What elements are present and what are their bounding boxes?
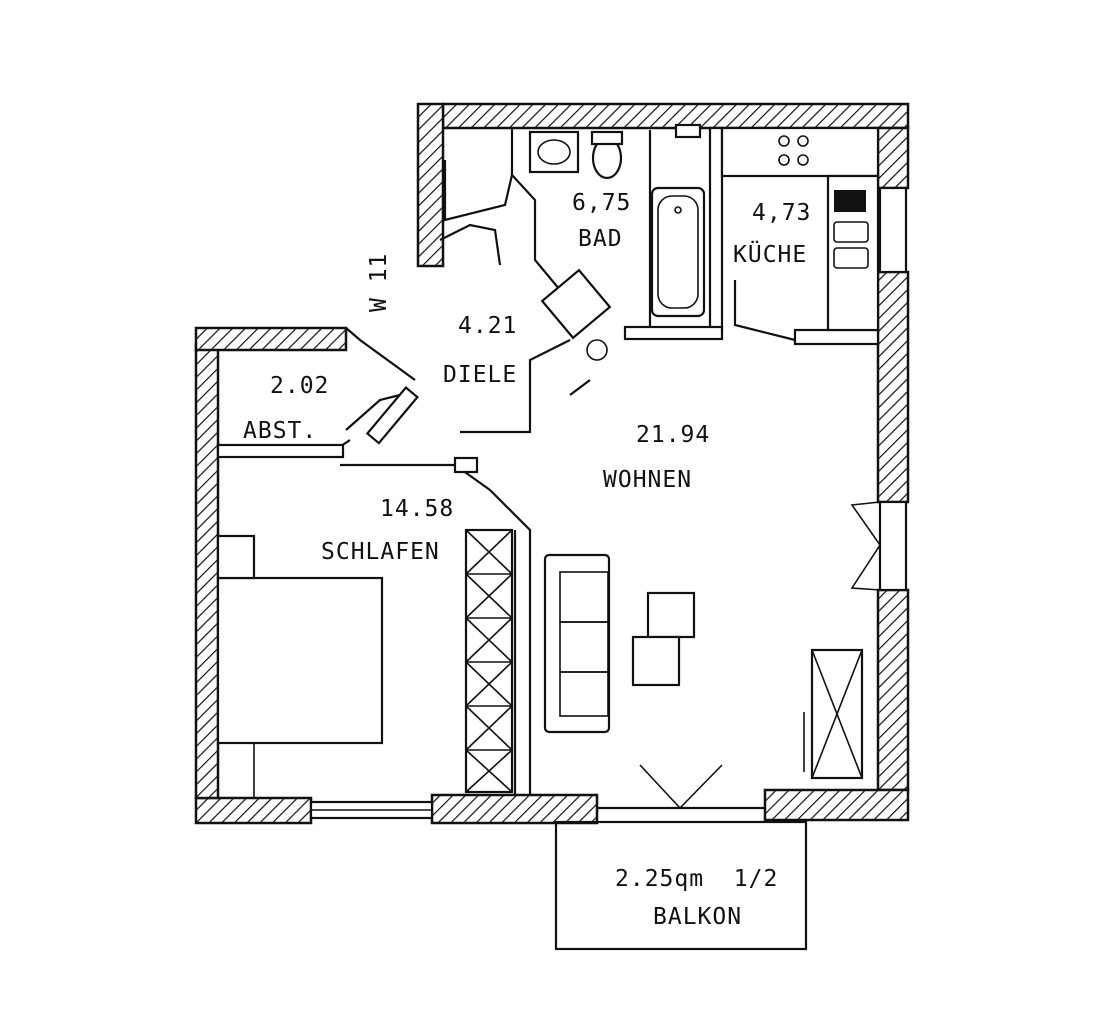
door-code-label: W 11 <box>366 253 392 312</box>
wall-right-upper <box>876 126 910 190</box>
room-labels: 6,75 BAD 4,73 KÜCHE 4.21 DIELE 2.02 ABST… <box>243 190 811 930</box>
wall-bottom-right <box>763 788 910 822</box>
room-area-schlafen: 14.58 <box>380 496 454 522</box>
wall-abst-top <box>194 326 348 352</box>
room-name-schlafen: SCHLAFEN <box>321 539 440 565</box>
wall-kueche-bottom <box>793 328 880 346</box>
balkon-area: 2.25qm 1/2 <box>615 866 778 892</box>
wall-abst-bottom <box>216 443 345 459</box>
furniture <box>216 123 880 798</box>
kitchen-sink-icon <box>833 221 869 269</box>
wall-upper-left <box>416 102 445 268</box>
room-name-wohnen: WOHNEN <box>603 467 692 493</box>
bathtub <box>650 186 706 318</box>
room-area-bad: 6,75 <box>572 190 631 216</box>
room-name-abst: ABST. <box>243 418 317 444</box>
armchair <box>631 635 681 687</box>
sofa <box>543 553 611 734</box>
wall-bottom-left <box>194 796 313 825</box>
room-name-diele: DIELE <box>443 362 517 388</box>
stove-icon <box>778 135 809 166</box>
table <box>646 591 696 639</box>
exterior-walls <box>194 102 910 825</box>
room-name-kueche: KÜCHE <box>733 240 807 268</box>
door-abst-frame <box>365 385 419 445</box>
wall-right-lower <box>876 588 910 792</box>
kitchen-counter <box>720 126 880 178</box>
tv-cabinet <box>803 648 864 780</box>
room-area-wohnen: 21.94 <box>636 422 710 448</box>
wall-bad-bottom <box>623 325 724 341</box>
washing-machine <box>540 268 612 340</box>
room-area-kueche: 4,73 <box>752 200 811 226</box>
room-name-bad: BAD <box>578 226 623 252</box>
window-kueche <box>878 186 908 274</box>
bed <box>216 534 384 798</box>
wall-schlafen-top <box>453 456 479 474</box>
window-wohnen-right <box>878 500 908 592</box>
balkon <box>554 820 808 951</box>
room-area-diele: 4.21 <box>458 313 517 339</box>
wall-right-middle <box>876 270 910 504</box>
fridge <box>834 190 866 212</box>
wall-bad-kueche <box>708 126 724 330</box>
wall-left <box>194 343 220 800</box>
balkon-name: BALKON <box>653 904 742 930</box>
balkon-outline <box>554 820 808 951</box>
wall-bottom-middle <box>430 793 599 825</box>
wardrobe <box>464 528 514 794</box>
interior-walls <box>216 126 908 820</box>
room-area-abst: 2.02 <box>270 373 329 399</box>
